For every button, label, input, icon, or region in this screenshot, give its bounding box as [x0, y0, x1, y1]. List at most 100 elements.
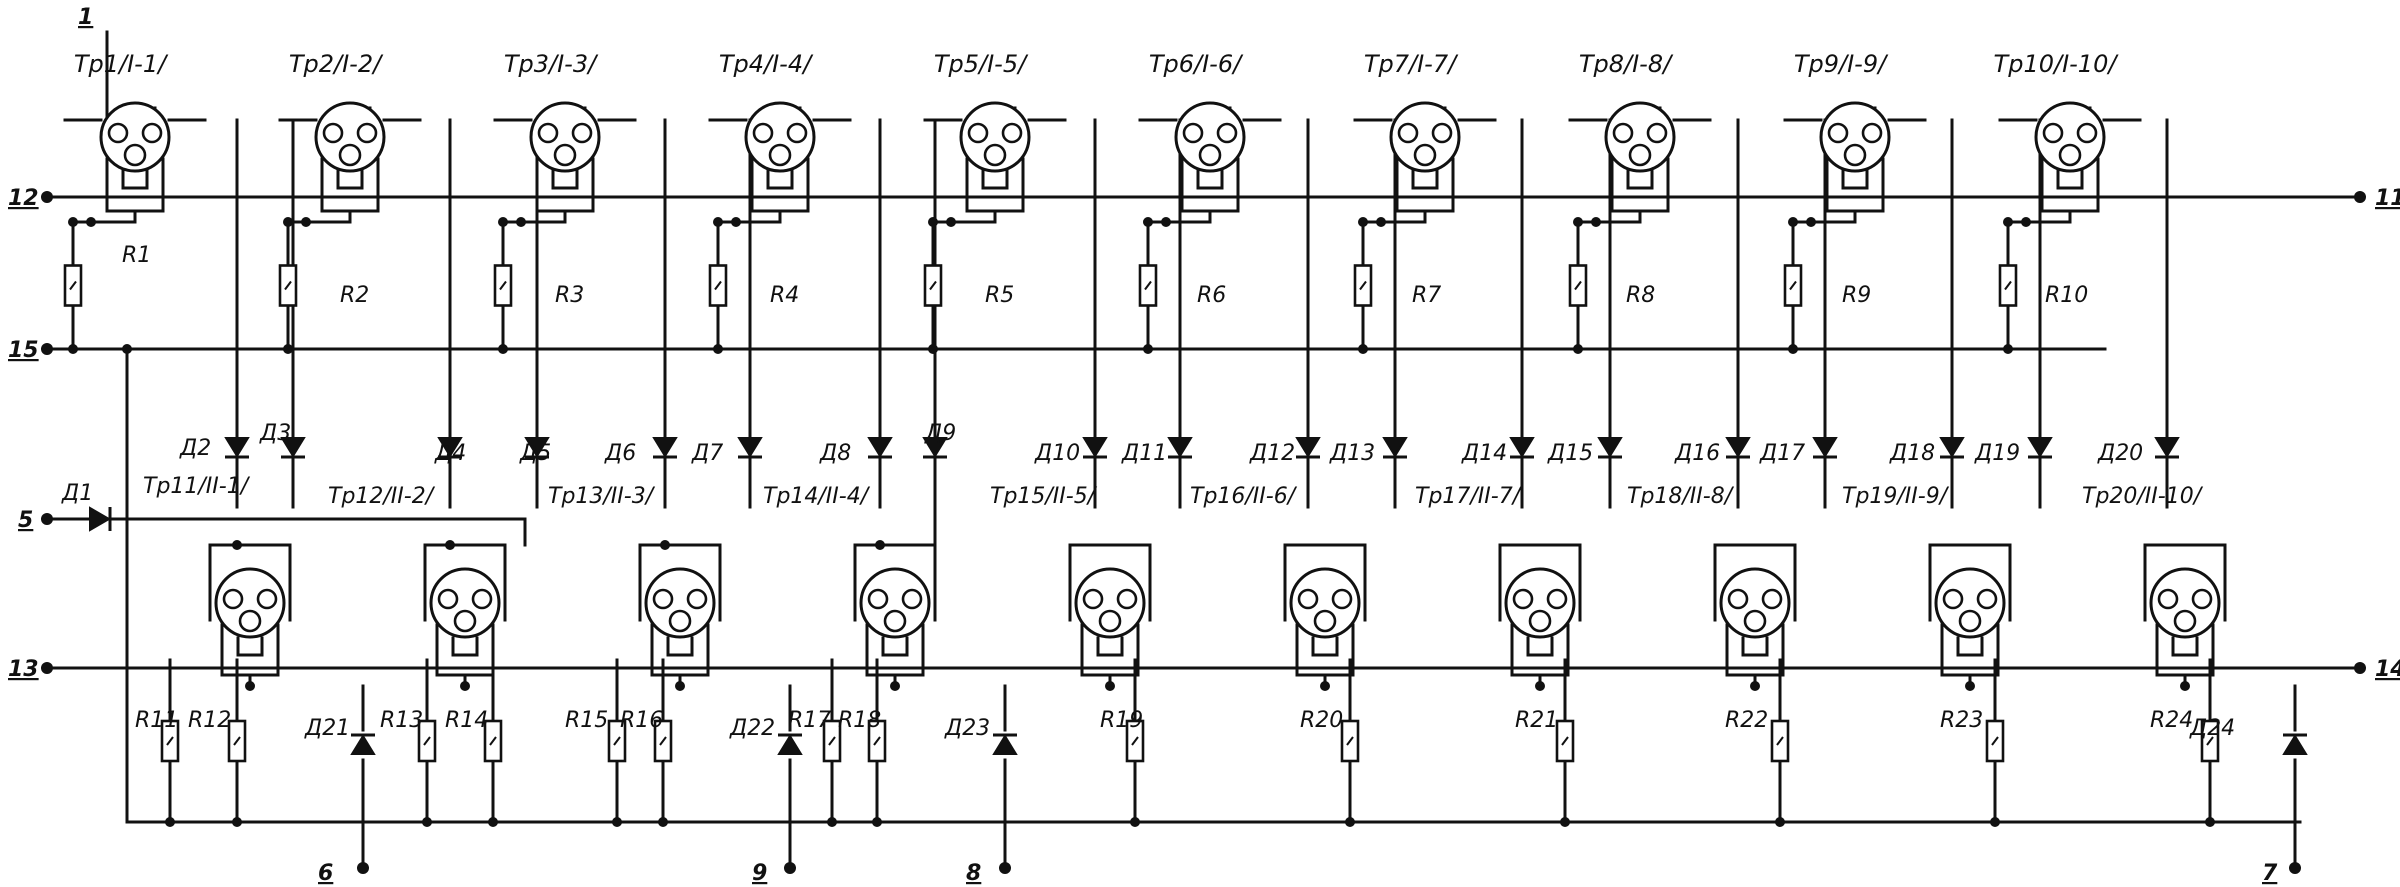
resistor-bottom — [1770, 719, 1790, 763]
junction-dot — [1573, 344, 1583, 354]
diode-body — [922, 437, 948, 458]
resistor-label: R11 — [135, 708, 178, 733]
resistor-mark — [2206, 736, 2214, 746]
diode-body — [89, 506, 111, 532]
transistor-body — [1504, 567, 1576, 639]
wire — [1526, 636, 1554, 657]
resistor-label: R8 — [1626, 283, 1655, 308]
junction-dot — [1320, 681, 1330, 691]
transistor-bottom-label: Tp16/II-6/ — [1190, 484, 1298, 509]
transistor-aperture — [1313, 609, 1337, 633]
transistor-aperture — [2191, 588, 2213, 610]
junction-dot — [1105, 681, 1115, 691]
junction-dot — [232, 817, 242, 827]
resistor-label: R21 — [1515, 708, 1558, 733]
resistor-top — [1568, 264, 1588, 307]
wire — [1956, 636, 1984, 657]
transistor-aperture — [256, 588, 278, 610]
diode-label: Д20 — [2097, 441, 2143, 466]
diode-label: Д17 — [1759, 441, 1805, 466]
junction-dot — [612, 817, 622, 827]
diode-label: Д15 — [1547, 441, 1593, 466]
transistor-top — [529, 101, 601, 173]
resistor-label: R20 — [1300, 708, 1343, 733]
transistor-body — [214, 567, 286, 639]
transistor-aperture — [537, 122, 559, 144]
transistor-body — [2034, 101, 2106, 173]
transistor-body — [1719, 567, 1791, 639]
junction-dot — [872, 817, 882, 827]
terminal-14 — [2354, 662, 2366, 674]
transistor-aperture — [1216, 122, 1238, 144]
diode-body — [777, 734, 803, 755]
transistor-bottom-label: Tp20/II-10/ — [2082, 484, 2204, 509]
transistor-bottom — [1074, 567, 1146, 639]
diode-label: Д6 — [604, 441, 636, 466]
resistor-label: R7 — [1412, 283, 1441, 308]
transistor-aperture — [1431, 122, 1453, 144]
transistor-aperture — [1727, 588, 1749, 610]
resistor-label: R24 — [2150, 708, 2193, 733]
junction-dot — [2180, 681, 2190, 691]
junction-dot — [498, 344, 508, 354]
resistor-label: R16 — [620, 708, 663, 733]
transistor-aperture — [471, 588, 493, 610]
transistor-aperture — [2058, 143, 2082, 167]
diode-1-label: Д1 — [61, 481, 93, 506]
diode-body — [1382, 437, 1408, 458]
transistor-aperture — [901, 588, 923, 610]
resistor-label: R1 — [122, 243, 151, 268]
diode-body — [1725, 437, 1751, 458]
diode-label: Д18 — [1889, 441, 1935, 466]
resistor-bottom — [653, 719, 673, 763]
diode-out-label: Д22 — [729, 716, 775, 741]
resistor-mark — [499, 280, 507, 291]
transistor-aperture — [1331, 588, 1353, 610]
diode-body — [2027, 437, 2053, 458]
wire — [981, 169, 1009, 190]
transistor-bottom-label: Tp18/II-8/ — [1627, 484, 1735, 509]
transistor-aperture — [1098, 609, 1122, 633]
junction-dot — [1750, 681, 1760, 691]
transistor-aperture — [1761, 588, 1783, 610]
transistor-bottom — [2149, 567, 2221, 639]
transistor-bottom-label: Tp11/II-1/ — [143, 474, 251, 499]
transistor-aperture — [238, 609, 262, 633]
wire — [2171, 636, 2199, 657]
junction-dot — [827, 817, 837, 827]
pin-label: 9 — [752, 861, 767, 886]
transistor-body — [529, 101, 601, 173]
resistor-bottom — [160, 719, 180, 763]
diode-4 — [437, 437, 463, 459]
diode-out-label: Д21 — [304, 716, 350, 741]
terminal-15 — [41, 343, 53, 355]
diode-9 — [922, 437, 948, 459]
components — [63, 101, 2308, 763]
resistor-mark — [1991, 736, 1999, 746]
transistor-aperture — [1628, 143, 1652, 167]
diode-out — [992, 733, 1018, 755]
resistor-label: R22 — [1725, 708, 1768, 733]
resistor-mark — [1346, 736, 1354, 746]
junction-dot — [658, 817, 668, 827]
terminal-12 — [41, 191, 53, 203]
resistor-mark — [714, 280, 722, 291]
transistor-aperture — [356, 122, 378, 144]
junction-dot — [488, 817, 498, 827]
transistor-body — [959, 101, 1031, 173]
terminal-11 — [2354, 191, 2366, 203]
transistor-aperture — [123, 143, 147, 167]
pin-label: 8 — [966, 861, 981, 886]
junction-dot — [1560, 817, 1570, 827]
junction-dot — [890, 681, 900, 691]
transistor-body — [1389, 101, 1461, 173]
resistor-bottom — [1555, 719, 1575, 763]
transistor-bottom-label: Tp17/II-7/ — [1415, 484, 1523, 509]
junction-dot — [165, 817, 175, 827]
transistor-aperture — [453, 609, 477, 633]
transistor-aperture — [2042, 122, 2064, 144]
transistor-top-label: Tp4/I-4/ — [719, 50, 814, 78]
wire — [1311, 636, 1339, 657]
junction-dot — [1965, 681, 1975, 691]
